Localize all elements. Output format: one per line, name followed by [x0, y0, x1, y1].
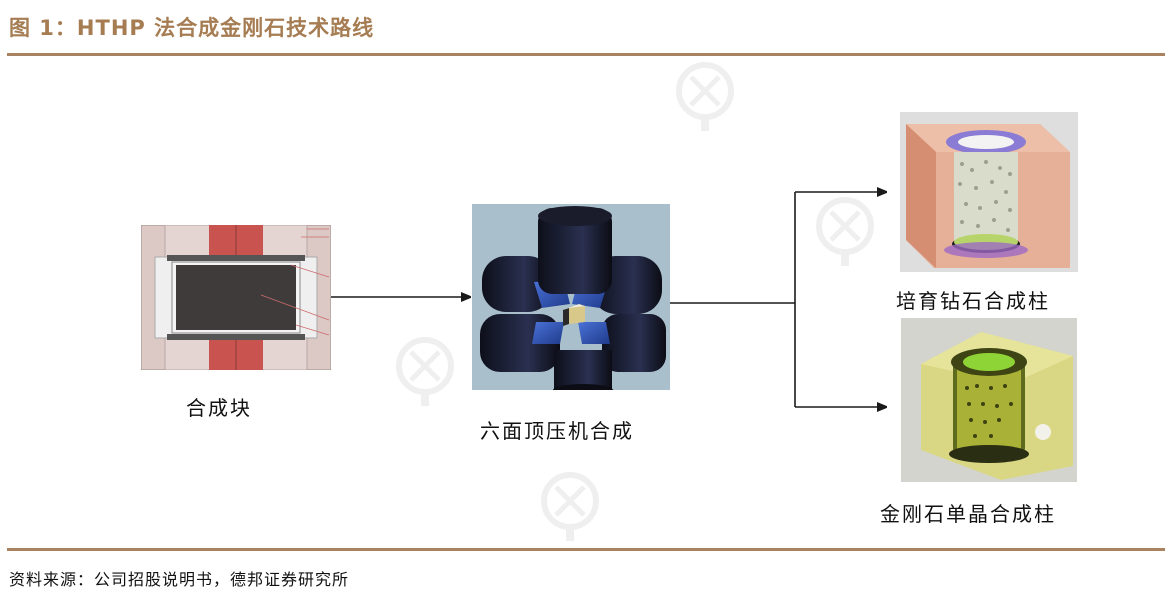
single-crystal-column-label: 金刚石单晶合成柱 [880, 502, 1056, 526]
bottom-divider [7, 548, 1165, 551]
synthesis-block-label: 合成块 [186, 396, 252, 420]
cultivated-column-image [900, 112, 1078, 272]
cultivated-column-label: 培育钻石合成柱 [896, 289, 1050, 313]
cubic-press-label: 六面顶压机合成 [480, 419, 634, 443]
figure-title: 图 1：HTHP 法合成金刚石技术路线 [9, 16, 375, 40]
synthesis-block-image [141, 225, 331, 370]
single-crystal-column-image [901, 318, 1077, 482]
source-note: 资料来源：公司招股说明书，德邦证券研究所 [9, 570, 350, 589]
cubic-press-image [472, 204, 670, 390]
top-divider [7, 53, 1165, 56]
